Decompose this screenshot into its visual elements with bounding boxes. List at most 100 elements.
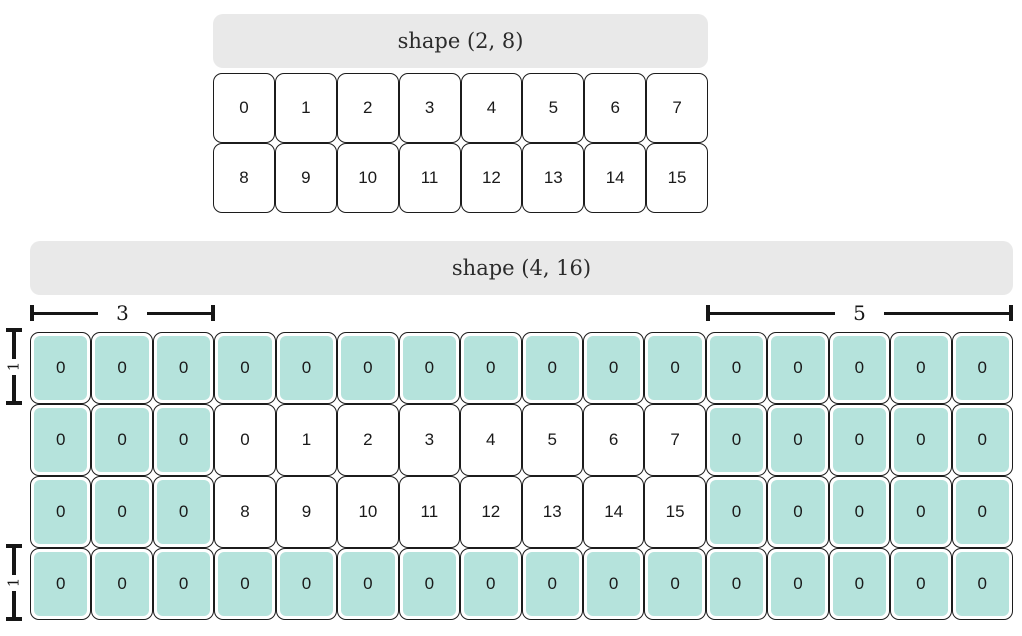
cell-fill: 0	[832, 480, 887, 544]
pad-cell: 0	[890, 548, 952, 620]
cell-value: 0	[424, 574, 435, 593]
pad-cell: 0	[275, 332, 338, 404]
cell-value: 4	[486, 98, 497, 117]
cell-fill: 0	[34, 408, 88, 472]
pad-cell: 0	[890, 332, 952, 404]
cell-fill: 7	[650, 77, 704, 139]
pad-cell: 0	[890, 404, 952, 476]
cell-value: 0	[854, 358, 865, 377]
cell-value: 0	[363, 574, 373, 593]
cell-fill: 0	[955, 552, 1009, 616]
value-cell: 7	[646, 73, 708, 143]
cell-value: 0	[854, 574, 865, 593]
cell-fill: 8	[217, 147, 271, 209]
cell-fill: 0	[464, 552, 518, 616]
bracket-end-cap	[6, 328, 22, 332]
cell-fill: 0	[156, 480, 211, 544]
value-cell: 12	[460, 476, 522, 548]
cell-fill: 2	[341, 408, 394, 472]
bracket-end-cap	[211, 305, 216, 321]
pad-bottom-count-box: 1	[4, 575, 24, 591]
cell-fill: 0	[279, 336, 334, 400]
pad-cell: 0	[152, 548, 215, 620]
value-cell: 9	[275, 476, 338, 548]
cell-fill: 0	[832, 552, 887, 616]
cell-value: 0	[793, 430, 803, 449]
value-cell: 8	[214, 476, 276, 548]
value-cell: 5	[522, 73, 585, 143]
cell-fill: 9	[279, 147, 333, 209]
cell-fill: 2	[341, 77, 395, 139]
cell-fill: 7	[648, 408, 701, 472]
cell-value: 0	[55, 430, 66, 449]
cell-fill: 4	[464, 408, 517, 472]
pad-cell: 0	[337, 548, 399, 620]
value-cell: 13	[521, 476, 583, 548]
cell-fill: 0	[525, 336, 579, 400]
cell-value: 0	[977, 574, 988, 593]
pad-cell: 0	[30, 476, 92, 548]
pad-cell: 0	[828, 332, 891, 404]
cell-value: 0	[977, 358, 988, 377]
cell-value: 5	[547, 430, 557, 449]
value-cell: 2	[336, 73, 399, 143]
cell-value: 0	[178, 574, 189, 593]
cell-fill: 0	[95, 408, 149, 472]
pad-bottom-bracket: 1	[4, 544, 24, 621]
cell-fill: 0	[279, 552, 334, 616]
value-cell: 3	[398, 404, 461, 476]
pad-cell: 0	[30, 332, 92, 404]
pad-cell: 0	[337, 332, 399, 404]
value-cell: 15	[646, 143, 708, 213]
cell-value: 0	[854, 430, 865, 449]
cell-value: 0	[240, 430, 250, 449]
cell-value: 2	[363, 430, 373, 449]
cell-value: 0	[547, 358, 557, 377]
bracket-line	[12, 332, 16, 359]
cell-fill: 0	[894, 408, 948, 472]
cell-value: 4	[486, 430, 496, 449]
pad-cell: 0	[828, 404, 891, 476]
cell-value: 0	[301, 574, 312, 593]
cell-fill: 3	[403, 77, 457, 139]
value-cell: 10	[337, 476, 399, 548]
cell-value: 11	[420, 502, 439, 521]
cell-fill: 10	[341, 480, 394, 544]
value-cell: 14	[582, 476, 645, 548]
cell-value: 13	[542, 502, 562, 521]
cell-fill: 0	[217, 77, 271, 139]
cell-value: 14	[604, 502, 624, 521]
pad-cell: 0	[521, 548, 583, 620]
pad-cell: 0	[951, 548, 1013, 620]
cell-fill: 0	[771, 480, 825, 544]
cell-fill: 8	[218, 480, 271, 544]
pad-cell: 0	[951, 404, 1013, 476]
cell-fill: 0	[894, 336, 948, 400]
cell-value: 8	[239, 168, 249, 187]
cell-value: 0	[608, 358, 619, 377]
pad-cell: 0	[91, 332, 153, 404]
cell-fill: 1	[280, 408, 333, 472]
padded-array-title: shape (4, 16)	[451, 256, 592, 280]
cell-value: 0	[486, 574, 496, 593]
cell-fill: 0	[156, 408, 211, 472]
bracket-line	[12, 590, 16, 617]
pad-cell: 0	[951, 332, 1013, 404]
cell-value: 6	[608, 430, 619, 449]
cell-fill: 0	[464, 336, 518, 400]
cell-value: 11	[420, 168, 439, 187]
pad-cell: 0	[705, 548, 768, 620]
cell-value: 0	[117, 574, 127, 593]
pad-top-count: 1	[4, 361, 23, 372]
cell-fill: 15	[650, 147, 704, 209]
cell-fill: 6	[587, 408, 640, 472]
pad-top-bracket: 1	[4, 328, 24, 405]
cell-value: 0	[117, 502, 127, 521]
pad-top-count-box: 1	[4, 359, 24, 375]
cell-value: 0	[670, 358, 680, 377]
pad-cell: 0	[398, 548, 461, 620]
value-cell: 8	[213, 143, 275, 213]
cell-fill: 12	[465, 147, 519, 209]
